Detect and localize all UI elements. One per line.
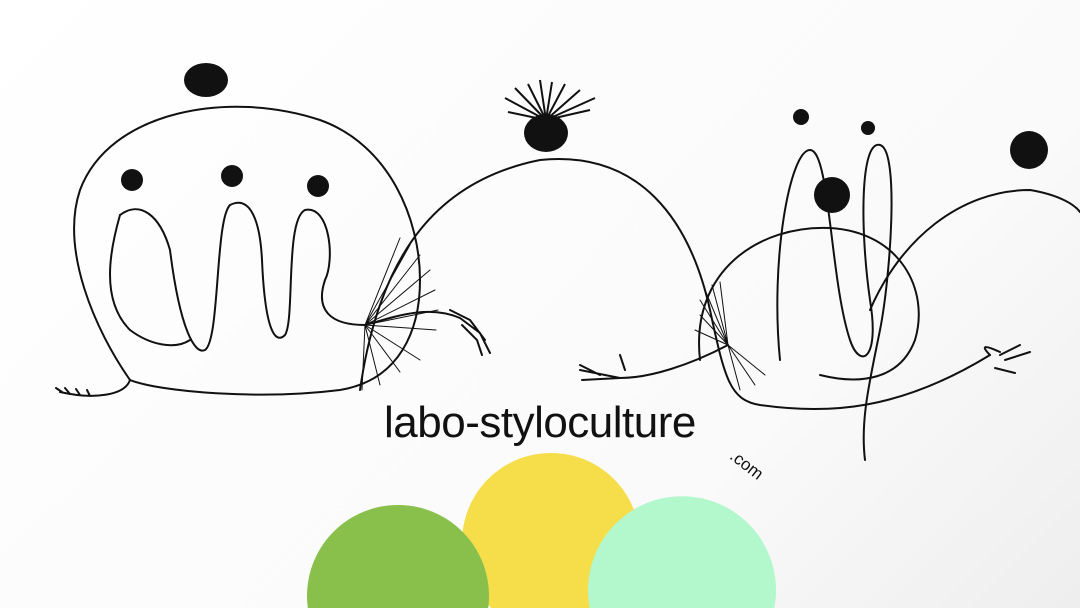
green-circle xyxy=(307,504,489,608)
left-hand xyxy=(364,309,491,356)
left-creature-outline xyxy=(73,105,422,396)
middle-creature-arc xyxy=(359,158,991,411)
brand-name: labo-styloculture xyxy=(384,398,696,447)
right-creature-body xyxy=(698,226,920,381)
nose-dot xyxy=(814,177,850,213)
head-dot xyxy=(184,63,228,97)
spiky-hair xyxy=(504,79,596,121)
right-hand xyxy=(579,344,729,381)
head-dot xyxy=(1010,131,1048,169)
eye-dot xyxy=(307,175,329,197)
eye-dot xyxy=(861,121,875,135)
far-right-hand xyxy=(983,344,1031,374)
eye-dot xyxy=(793,109,809,125)
right-creature-loops xyxy=(776,143,893,461)
right-arc xyxy=(869,188,1080,311)
left-creature-inner xyxy=(109,214,191,347)
spiky-head-dot xyxy=(524,114,568,152)
eye-dot xyxy=(221,165,243,187)
left-foot xyxy=(55,379,131,397)
mint-circle xyxy=(588,496,776,608)
left-fan xyxy=(361,237,439,391)
left-creature-wiggle xyxy=(119,202,366,352)
eye-dot xyxy=(121,169,143,191)
right-fan xyxy=(694,281,766,391)
